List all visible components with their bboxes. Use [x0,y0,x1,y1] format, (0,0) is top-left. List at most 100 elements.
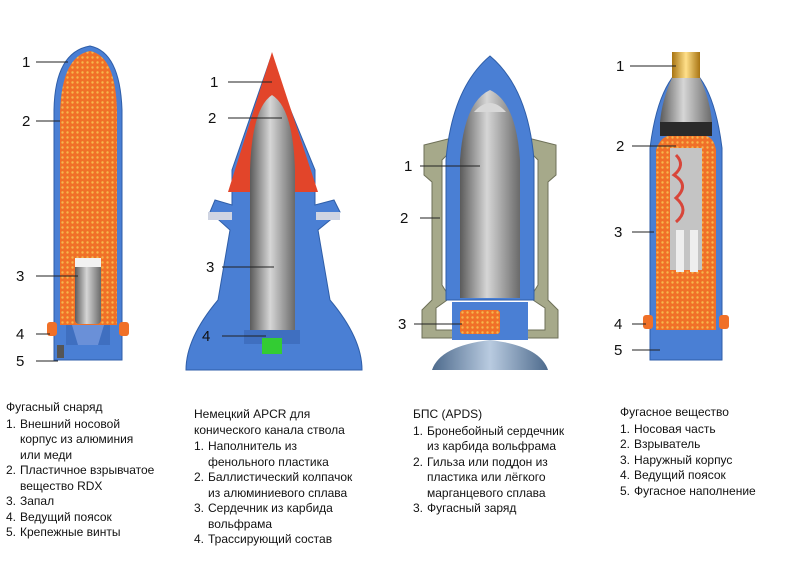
legend-item-text: Наружный корпус [634,452,733,467]
he-round-fuze-rod-right [690,230,698,272]
legend-list: 1.Носовая часть 2.Взрыватель 3.Наружный … [620,422,796,500]
he-shell-driving-band-left [47,322,57,336]
he-shell-fuze-top [75,258,101,267]
he-shell-diagram: 1 2 3 4 5 [16,45,129,370]
legend-item-number: 2. [6,463,17,477]
legend-item-number: 1. [194,439,205,453]
callout-number: 1 [404,158,412,175]
legend-item-number: 1. [6,416,17,431]
legend-item: 5.Фугасное наполнение [620,484,796,500]
legend-item-text: Ведущий поясок [20,509,112,524]
legend-item: 4.Ведущий поясок [620,468,796,484]
legend-title: Фугасный снаряд [6,400,103,414]
legend-item-text: Наполнитель из фенольного пластика [208,439,329,469]
apcr-core [250,95,295,330]
apds-he-charge [460,310,500,334]
callout-number: 1 [616,58,624,75]
legend-title: Немецкий APCR для конического канала ств… [194,407,345,437]
legend-item: 3.Запал [6,494,186,510]
legend-item-text: Запал [20,494,55,508]
legend-item-text: Фугасное наполнение [634,483,756,498]
legend-item-number: 3. [413,501,424,515]
he-round-fuze-detail [671,153,685,224]
he-round-driving-band-right [719,315,729,329]
he-shell-fuze [75,262,101,324]
callout-number: 2 [400,210,408,227]
callout-number: 1 [22,54,30,71]
callout-number: 2 [616,138,624,155]
callout-number: 2 [208,110,216,127]
he-round-driving-band-left [643,315,653,329]
legend-item-number: 1. [413,423,424,438]
apds-core-tip [474,103,506,112]
legend-item-number: 4. [194,532,205,546]
he-round-fuze-rod-left [676,230,684,272]
legend-item-number: 2. [620,437,631,451]
legend-item-text: Носовая часть [634,421,716,436]
he-round-nose-band [660,122,712,136]
legend-item: 3.Сердечник из карбида вольфрама [194,501,384,532]
he-round-nose [660,78,712,122]
apcr-fin-right [316,212,340,220]
legend-apds: БПС (APDS) 1.Бронебойный сердечник из ка… [413,407,593,517]
legend-item-number: 3. [6,494,17,508]
callout-number: 3 [16,268,24,285]
he-shell-base-screw [57,345,64,358]
legend-item: 5.Крепежные винты [6,525,186,541]
legend-list: 1.Внешний носовой корпус из алюминия или… [6,417,186,541]
legend-item-number: 1. [620,421,631,436]
legend-item-number: 4. [620,468,631,482]
legend-item-number: 5. [6,525,17,539]
legend-item-text: Ведущий поясок [634,468,726,482]
apds-core [460,90,520,298]
legend-apcr: Немецкий APCR для конического канала ств… [194,407,384,548]
he-shell-explosive-fill [60,51,117,325]
legend-item: 4.Трассирующий состав [194,532,384,548]
apds-base [432,340,548,370]
callout-number: 1 [210,74,218,91]
he-round-diagram: 1 2 3 4 5 [614,52,729,361]
legend-item-text: Внешний носовой корпус из алюминия или м… [20,416,134,462]
legend-title: БПС (APDS) [413,407,483,421]
he-shell-base-pocket [72,325,104,345]
legend-item-text: Трассирующий состав [208,532,333,546]
legend-item: 4.Ведущий поясок [6,510,186,526]
legend-item-text: Взрыватель [634,437,701,451]
apcr-tracer [262,338,282,354]
legend-item: 2.Баллистический колпачок из алюминиевог… [194,470,384,501]
legend-item-number: 3. [620,452,631,467]
legend-item: 3.Наружный корпус [620,453,796,469]
diagram-artwork: 1 2 3 4 5 1 2 3 4 1 2 3 [16,45,729,371]
legend-item-number: 5. [620,483,631,498]
legend-item: 2.Гильза или поддон из пластика или лёгк… [413,455,593,502]
legend-item: 2.Взрыватель [620,437,796,453]
legend-item: 1.Носовая часть [620,422,796,438]
apcr-core-sleeve [244,330,300,344]
apcr-diagram: 1 2 3 4 [185,52,363,371]
legend-item-text: Гильза или поддон из пластика или лёгког… [427,454,548,500]
he-shell-driving-band-right [119,322,129,336]
legend-item: 1.Наполнитель из фенольного пластика [194,439,384,470]
legend-item-number: 2. [194,470,205,484]
legend-item-number: 4. [6,509,17,524]
callout-number: 3 [206,259,214,276]
legend-he-shell: Фугасный снаряд 1.Внешний носовой корпус… [6,400,186,541]
legend-title: Фугасное вещество [620,405,729,419]
callout-number: 4 [202,328,210,345]
legend-item: 1.Внешний носовой корпус из алюминия или… [6,417,186,464]
legend-list: 1.Наполнитель из фенольного пластика 2.Б… [194,439,384,548]
callout-number: 3 [398,316,406,333]
apds-diagram: 1 2 3 [398,55,559,370]
legend-item-text: Бронебойный сердечник из карбида вольфра… [427,423,565,454]
legend-item-text: Сердечник из карбида вольфрама [208,501,333,531]
callout-number: 4 [614,316,622,333]
legend-item-text: Пластичное взрывчатое вещество RDX [20,463,155,493]
callout-number: 5 [614,342,622,359]
legend-item-text: Фугасный заряд [427,501,517,515]
legend-item-number: 3. [194,501,205,515]
legend-he-round: Фугасное вещество 1.Носовая часть 2.Взры… [620,405,796,499]
apcr-fin-left [208,212,232,220]
legend-item: 1.Бронебойный сердечник из карбида вольф… [413,424,593,455]
callout-number: 5 [16,353,24,370]
legend-item-text: Баллистический колпачок из алюминиевого … [208,470,353,500]
